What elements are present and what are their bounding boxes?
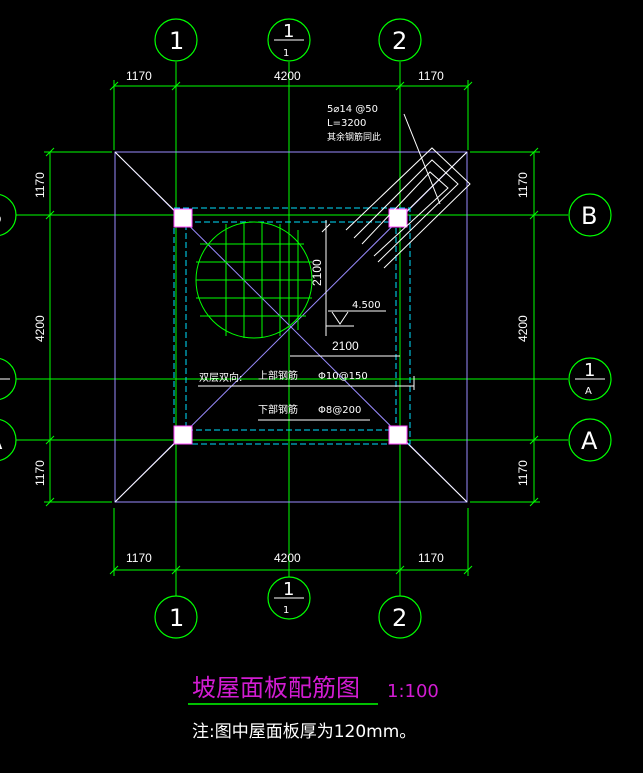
- axis-bubble-top-2: [378, 18, 422, 62]
- column-a1: [173, 425, 193, 445]
- axis-label-right-a: A: [581, 427, 598, 455]
- elevation-marker: [326, 310, 386, 327]
- double-layer-label: 双层双向:: [199, 371, 242, 384]
- axis-label-left-a: A: [0, 427, 3, 455]
- columns: [173, 208, 408, 445]
- axis-label-top-2: 2: [392, 27, 407, 55]
- axis-label-top-1: 1: [169, 27, 184, 55]
- elevation-label: 4.500: [352, 300, 381, 311]
- axis-label-right-1-a-num: 1: [584, 360, 595, 381]
- dim-bottom-middle: 4200: [274, 551, 301, 565]
- axis-bubble-bottom-2: [378, 595, 422, 639]
- inner-dim-vertical: 2100: [310, 259, 324, 286]
- dim-left-top: 1170: [33, 172, 47, 198]
- dim-bottom-right: 1170: [418, 551, 444, 565]
- dim-top-left: 1170: [126, 69, 152, 83]
- axis-label-right-b: B: [581, 202, 597, 230]
- drawing-note: 注:图中屋面板厚为120mm。: [192, 722, 416, 742]
- column-b1: [173, 208, 193, 228]
- axis-labels: 1 1 1 2 1 1 1 2 B 1 A A B 1 A A: [0, 21, 598, 632]
- axis-bubble-right-b: [568, 193, 612, 237]
- lower-rebar-label: 下部钢筋: [258, 403, 298, 416]
- axis-bubble-fraction-bars: [0, 39, 605, 599]
- corner-rebar: [345, 113, 471, 269]
- axis-bubble-bottom-1: [154, 595, 198, 639]
- dim-left-middle: 4200: [33, 315, 47, 342]
- axis-bubble-left-a: [0, 418, 17, 462]
- corner-rebar-line1: 5⌀14 @50: [327, 104, 378, 115]
- upper-rebar-value: Φ10@150: [318, 371, 368, 382]
- inner-dimension-lines: [290, 220, 400, 357]
- column-b2: [388, 208, 408, 228]
- corner-rebar-line3: 其余钢筋同此: [327, 131, 381, 143]
- axis-bubbles: [0, 18, 612, 639]
- axis-lines: [16, 62, 568, 598]
- rebar-detail-circle: [195, 221, 313, 339]
- beam-outline: [173, 207, 411, 445]
- drawing-scale: 1:100: [387, 681, 439, 702]
- axis-bubble-right-a: [568, 418, 612, 462]
- axis-label-bottom-2: 2: [392, 604, 407, 632]
- upper-rebar-label: 上部钢筋: [258, 369, 298, 382]
- axis-label-top-1-1-num: 1: [283, 21, 294, 42]
- drawing-title: 坡屋面板配筋图: [192, 674, 360, 702]
- dim-top-right: 1170: [418, 69, 444, 83]
- axis-label-bottom-1-1-den: 1: [283, 605, 289, 616]
- axis-label-bottom-1-1-num: 1: [283, 579, 294, 600]
- rebar-leaders: [198, 376, 415, 421]
- dim-right-middle: 4200: [516, 315, 530, 342]
- dim-bottom-left: 1170: [126, 551, 152, 565]
- axis-bubble-top-1: [154, 18, 198, 62]
- axis-bubble-left-b: [0, 193, 17, 237]
- dim-top-middle: 4200: [274, 69, 301, 83]
- dimension-texts: 1170 4200 1170 1170 4200 1170 1170 4200 …: [33, 69, 530, 565]
- inner-dim-horizontal: 2100: [332, 339, 359, 353]
- dim-right-top: 1170: [516, 172, 530, 198]
- axis-label-bottom-1: 1: [169, 604, 184, 632]
- dimension-lines: [44, 80, 540, 576]
- axis-label-top-1-1-den: 1: [283, 48, 289, 59]
- axis-label-left-b: B: [0, 202, 2, 230]
- corner-rebar-line2: L=3200: [327, 118, 366, 129]
- axis-label-right-1-a-den: A: [585, 386, 592, 397]
- column-a2: [388, 425, 408, 445]
- lower-rebar-value: Φ8@200: [318, 405, 361, 416]
- dim-right-bottom: 1170: [516, 460, 530, 486]
- dim-left-bottom: 1170: [33, 460, 47, 486]
